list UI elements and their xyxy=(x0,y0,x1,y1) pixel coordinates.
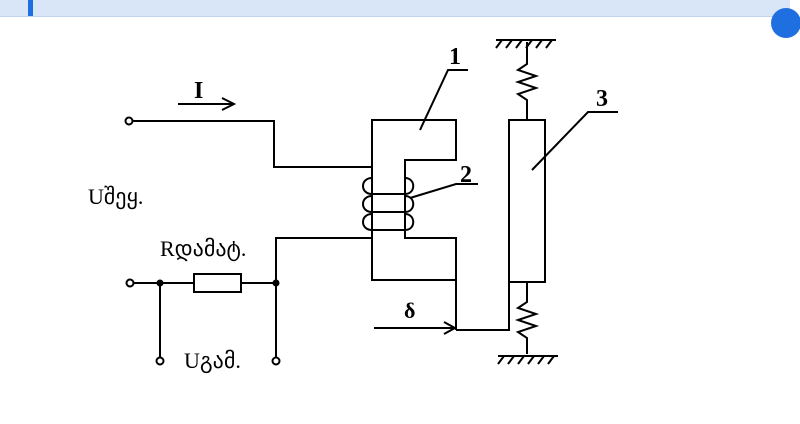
part-2-label: 2 xyxy=(460,162,472,188)
terminal-out-right xyxy=(271,356,281,366)
current-label: I xyxy=(194,78,203,104)
terminal-top-left xyxy=(124,116,134,126)
terminal-out-left xyxy=(155,356,165,366)
output-voltage-label: Uგამ. xyxy=(184,348,241,374)
coil xyxy=(362,177,415,231)
top-bar-edge xyxy=(28,0,33,16)
leader-3 xyxy=(531,111,618,171)
magnetic-core xyxy=(371,119,457,281)
top-bar xyxy=(0,0,790,17)
terminal-mid-left xyxy=(125,278,135,288)
input-voltage-label: Uშეყ. xyxy=(88,184,143,210)
part-3-label: 3 xyxy=(596,86,608,112)
wire-top xyxy=(132,120,372,168)
resize-handle[interactable] xyxy=(771,8,800,38)
part-1-label: 1 xyxy=(449,44,461,70)
spring-top xyxy=(514,42,540,120)
leader-2 xyxy=(409,183,478,199)
armature xyxy=(508,119,546,283)
leader-1 xyxy=(419,69,468,131)
resistor xyxy=(193,273,242,293)
spring-bottom xyxy=(514,282,540,354)
wire-lower xyxy=(275,237,372,282)
resistor-label: Rდამატ. xyxy=(160,236,246,262)
gap-label: δ xyxy=(404,298,415,323)
